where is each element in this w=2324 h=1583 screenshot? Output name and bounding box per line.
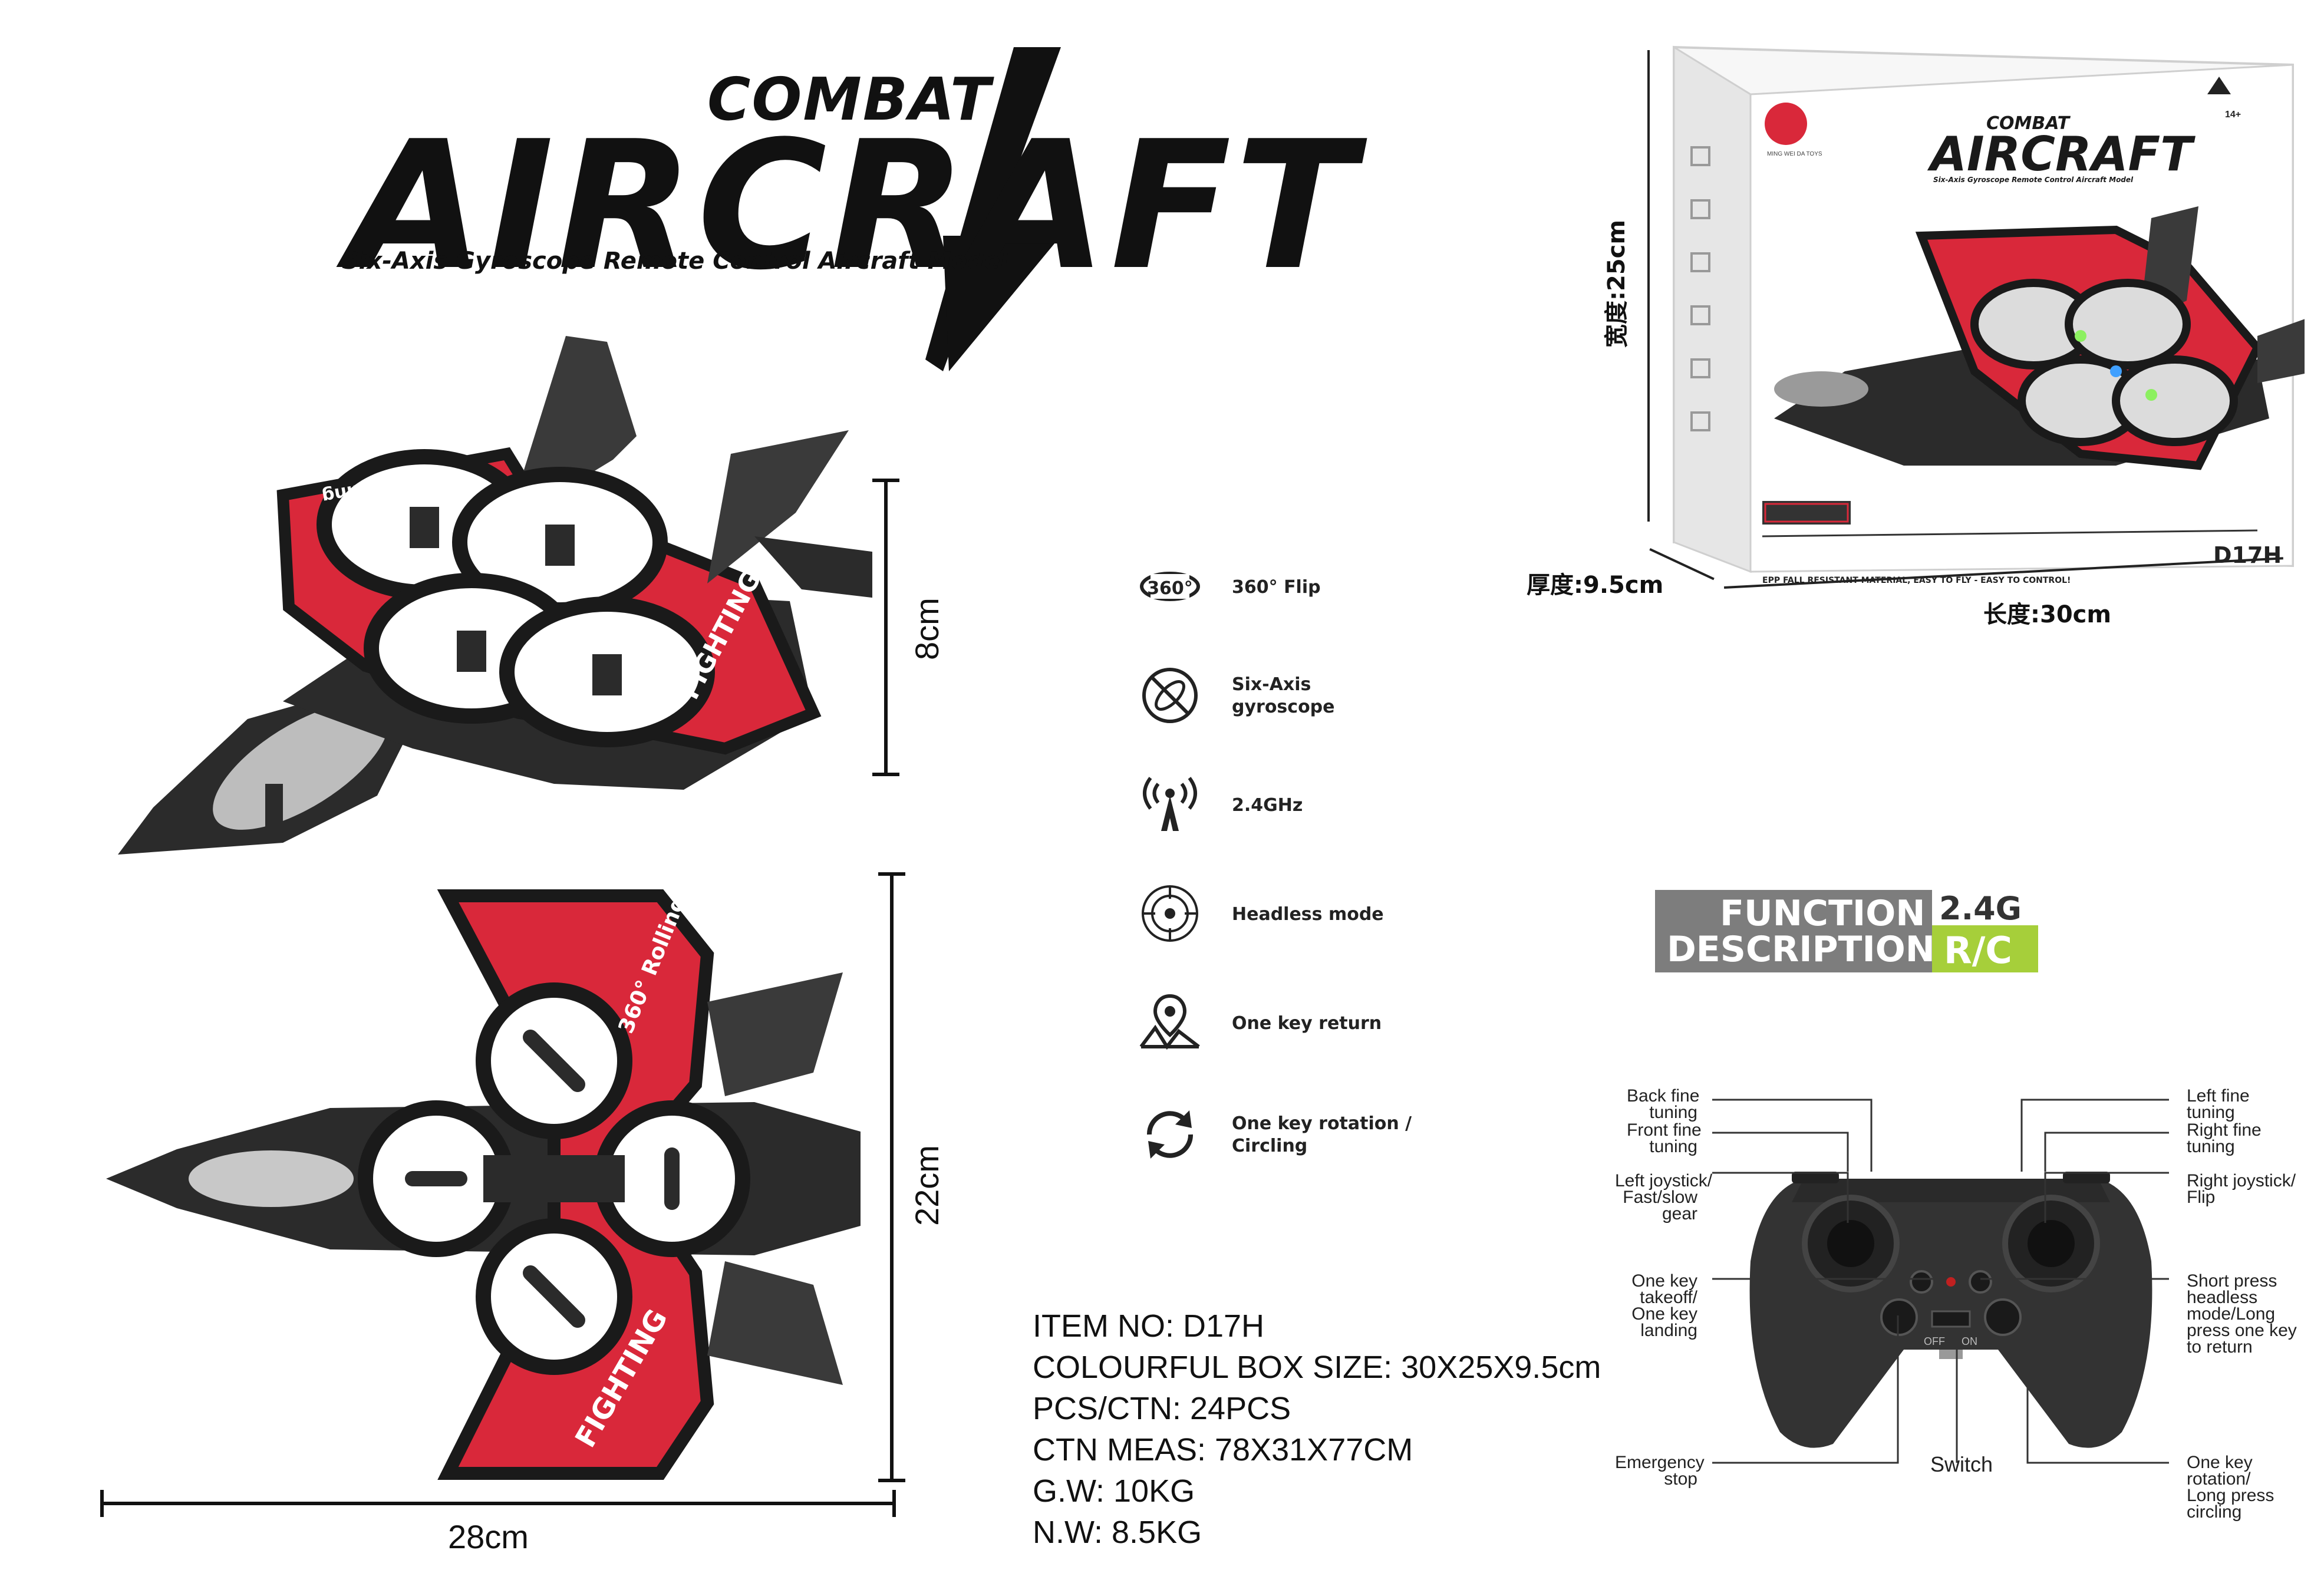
dim-side-bar xyxy=(884,479,888,776)
remote-callouts xyxy=(1712,1099,2169,1464)
dim-side-label: 8cm xyxy=(908,598,945,660)
plane-side-stabilizer xyxy=(754,536,872,598)
feature-item: One key return xyxy=(1138,990,1550,1055)
function-badge: FUNCTION DESCRIPTION 2.4G R/C xyxy=(1655,890,2038,972)
feature-label: Six-Axis gyroscope xyxy=(1232,674,1335,717)
dim-top-vbar xyxy=(890,872,894,1482)
svg-text:360°: 360° xyxy=(1147,578,1193,599)
feature-item: 360° 360° Flip xyxy=(1138,554,1550,619)
box-dim-length-label: 长度:30cm xyxy=(1983,601,2112,628)
remote-left-fine-label: Left fine tuning xyxy=(2187,1086,2250,1122)
remote-rotation-label: One key rotation/ Long press circling xyxy=(2187,1453,2274,1522)
remote-back-fine-label: Back fine tuning xyxy=(1627,1086,1700,1122)
header-subtitle: Six-Axis Gyroscope Remote Control Aircra… xyxy=(342,248,1008,275)
function-badge-green xyxy=(1932,925,2038,972)
right-shoulder-button xyxy=(2063,1172,2110,1183)
left-shoulder-button xyxy=(1792,1172,1839,1183)
spec-box-size: COLOURFUL BOX SIZE: 30X25X9.5cm xyxy=(1033,1350,1601,1385)
plane-top-view: 360° Rolling FIGHTING xyxy=(106,889,861,1480)
box-brand-logo xyxy=(1765,103,1807,145)
dim-top-vbar-top xyxy=(878,872,905,876)
remote-short-press-label: Short press headless mode/Long press one… xyxy=(2187,1271,2297,1357)
function-badge-line1: FUNCTION xyxy=(1720,893,1926,934)
feature-item: 2.4GHz xyxy=(1138,772,1550,837)
dim-side-bar-top xyxy=(872,479,899,482)
spec-list: ITEM NO: D17H COLOURFUL BOX SIZE: 30X25X… xyxy=(1033,1305,1681,1565)
spec-gross-weight: G.W: 10KG xyxy=(1033,1473,1195,1509)
remote-left-joystick-label: Left joystick/ Fast/slow gear xyxy=(1615,1171,1713,1223)
product-box: COMBAT AIRCRAFT Six-Axis Gyroscope Remot… xyxy=(1668,41,2305,595)
header-logo: COMBAT AIRCRAFT Six-Axis Gyroscope Remot… xyxy=(330,41,1356,371)
dim-top-vbar-bottom xyxy=(878,1479,905,1482)
plane-side-canopy xyxy=(213,703,388,830)
feature-label: One key rotation / Circling xyxy=(1232,1113,1412,1156)
feature-label: 360° Flip xyxy=(1232,577,1321,598)
dim-top-vlabel: 22cm xyxy=(908,1145,945,1226)
box-title-aircraft: AIRCRAFT xyxy=(1930,127,2193,182)
feature-item: One key rotation / Circling xyxy=(1138,1102,1609,1167)
flip-360-icon: 360° xyxy=(1140,572,1200,601)
map-pin-icon xyxy=(1139,994,1200,1050)
rotation-icon xyxy=(1146,1110,1194,1159)
function-badge-line2: DESCRIPTION xyxy=(1667,929,1936,970)
feature-item: Headless mode xyxy=(1138,881,1550,946)
dim-top-hbar-left xyxy=(100,1490,104,1517)
function-badge-freq: 2.4G xyxy=(1939,890,2022,927)
feature-label: One key return xyxy=(1232,1013,1382,1034)
box-shape xyxy=(1673,45,2305,573)
feature-item: Six-Axis gyroscope xyxy=(1138,663,1550,728)
plane-top-tail-lower xyxy=(707,1261,843,1385)
remote-right-joystick-label: Right joystick/ Flip xyxy=(2187,1171,2296,1207)
box-title-combat: COMBAT xyxy=(1986,113,2070,134)
box-model-label: D17H xyxy=(2213,542,2282,568)
plane-side-tail-fin-right xyxy=(707,430,849,583)
plane-top-tail-upper xyxy=(707,972,843,1096)
remote-controller: OFF ON xyxy=(1749,1172,2152,1448)
plane-side-view: 360° Rolling FIGHTING xyxy=(118,336,872,855)
box-dim-width-label: 宽度:25cm xyxy=(1603,219,1630,348)
remote-on-label: ON xyxy=(1962,1335,1977,1347)
spec-ctn-meas: CTN MEAS: 78X31X77CM xyxy=(1033,1432,1413,1467)
function-badge-rc: R/C xyxy=(1944,929,2012,972)
feature-list: 360° 360° Flip Six-Axis gyroscope 2.4GHz xyxy=(1138,554,1609,1173)
dim-top-hbar-right xyxy=(892,1490,896,1517)
spec-pcs-ctn: PCS/CTN: 24PCS xyxy=(1033,1391,1291,1426)
spec-item-no: ITEM NO: D17H xyxy=(1033,1308,1265,1344)
box-dim-depth-label: 厚度:9.5cm xyxy=(1527,572,1664,599)
dim-top-hbar xyxy=(100,1502,896,1505)
remote-off-label: OFF xyxy=(1924,1335,1945,1347)
header-combat: COMBAT xyxy=(707,65,992,134)
feature-label: Headless mode xyxy=(1232,904,1384,925)
box-plane-image xyxy=(1774,206,2305,470)
lightning-slash-icon xyxy=(925,47,1061,371)
antenna-icon xyxy=(1143,777,1197,831)
box-title-subtitle: Six-Axis Gyroscope Remote Control Aircra… xyxy=(1933,176,2134,184)
gyroscope-icon xyxy=(1142,668,1198,723)
plane-top-canopy xyxy=(189,1150,354,1207)
header-aircraft: AIRCRAFT xyxy=(348,103,1359,309)
dim-side-bar-bottom xyxy=(872,773,899,776)
box-dim-width-bar xyxy=(1647,50,1650,522)
remote-takeoff-label: One key takeoff/ One key landing xyxy=(1631,1271,1697,1340)
remote-emergency-label: Emergency stop xyxy=(1615,1453,1705,1489)
remote-front-fine-label: Front fine tuning xyxy=(1627,1120,1702,1156)
remote-right-fine-label: Right fine tuning xyxy=(2187,1120,2262,1156)
feature-label: 2.4GHz xyxy=(1232,795,1303,816)
box-age-badge xyxy=(2207,77,2231,94)
function-badge-gray xyxy=(1655,890,1932,972)
dim-top-hlabel: 28cm xyxy=(448,1518,529,1555)
box-brand-name: MING WEI DA TOYS xyxy=(1767,151,1822,157)
box-age-label: 14+ xyxy=(2225,110,2241,120)
headless-mode-icon xyxy=(1142,885,1198,942)
spec-net-weight: N.W: 8.5KG xyxy=(1033,1515,1202,1550)
box-tagline: EPP FALL RESISTANT MATERIAL, EASY TO FLY… xyxy=(1762,576,2071,585)
remote-switch-label: Switch xyxy=(1930,1452,1993,1476)
box-freq-tag: 2.4GHz xyxy=(1769,546,1836,566)
